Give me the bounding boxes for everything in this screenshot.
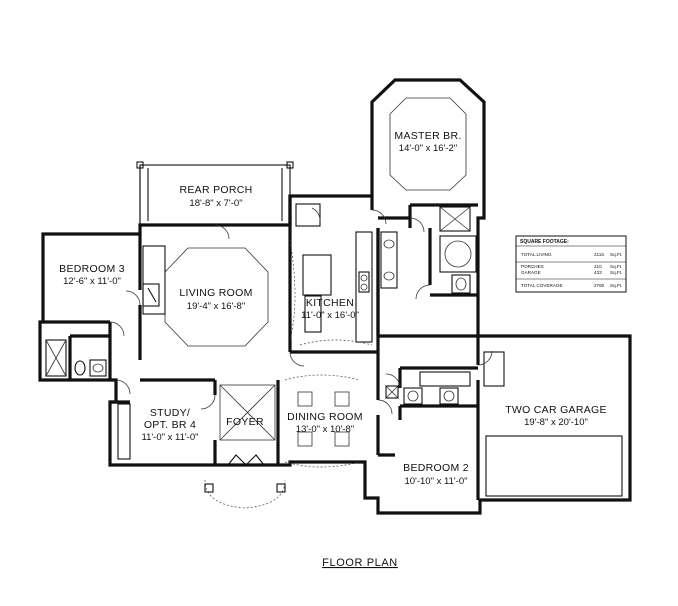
living-room-label: LIVING ROOM <box>179 287 252 299</box>
interior-walls <box>43 196 480 500</box>
study-label: STUDY/ <box>150 407 190 419</box>
living-room-dims: 19'-4" x 16'-8" <box>187 301 245 312</box>
sqft-row-label: TOTAL COVERAGE <box>521 283 563 288</box>
hall-bath-fixtures <box>45 339 107 377</box>
foyer-label: FOYER <box>226 416 264 428</box>
master-bath-fixtures <box>380 206 477 294</box>
sqft-row-unit: Sq.Ft. <box>610 264 622 269</box>
dining-room-dims: 13'-0" x 10'-8" <box>296 424 354 435</box>
sqft-row-value: 2116 <box>594 252 604 257</box>
master-br-dims: 14'-0" x 16'-2" <box>399 143 457 154</box>
sqft-title: SQUARE FOOTAGE: <box>520 239 569 245</box>
sqft-row-value: 433 <box>594 270 602 275</box>
fireplace <box>142 245 166 315</box>
sqft-row-value: 210 <box>594 264 602 269</box>
foyer-vault <box>204 384 286 509</box>
rear-porch-label: REAR PORCH <box>179 184 252 196</box>
bedroom3-dims: 12'-6" x 11'-0" <box>63 276 121 287</box>
dining-windows <box>284 374 399 468</box>
dining-room-label: DINING ROOM <box>287 411 363 423</box>
kitchen-dims: 11'-0" x 16'-0" <box>301 310 359 321</box>
study-label-2: OPT. BR 4 <box>144 419 196 431</box>
study-dims: 11'-0" x 11'-0" <box>141 432 198 443</box>
study-closet <box>117 403 131 460</box>
rear-porch-dims: 18'-8" x 7'-0" <box>189 198 242 209</box>
bedroom2-label: BEDROOM 2 <box>403 462 469 474</box>
kitchen-fixtures <box>289 203 373 346</box>
door-swings <box>109 207 493 415</box>
sqft-row-value: 2760 <box>594 283 605 288</box>
master-tray-ceiling <box>389 97 467 191</box>
sqft-row-label: GARAGE <box>521 270 541 275</box>
bedroom3-label: BEDROOM 3 <box>59 263 125 275</box>
sqft-row-unit: Sq.Ft. <box>610 283 622 288</box>
sqft-row-label: PORCHES <box>521 264 544 269</box>
sqft-row-unit: Sq.Ft. <box>610 270 622 275</box>
garage-label: TWO CAR GARAGE <box>505 404 607 416</box>
square-footage-table: SQUARE FOOTAGE: TOTAL LIVING 2116 Sq.Ft.… <box>515 235 627 293</box>
sqft-row-label: TOTAL LIVING <box>521 252 552 257</box>
garage-details <box>478 335 630 501</box>
floor-plan-caption: FLOOR PLAN <box>322 557 398 569</box>
garage-dims: 19'-8" x 20'-10" <box>524 417 588 428</box>
kitchen-label: KITCHEN <box>306 297 354 309</box>
bath2-fixtures <box>403 371 471 405</box>
bedroom2-dims: 10'-10" x 11'-0" <box>404 476 467 487</box>
sqft-row-unit: Sq.Ft. <box>610 252 622 257</box>
master-br-label: MASTER BR. <box>394 130 461 142</box>
